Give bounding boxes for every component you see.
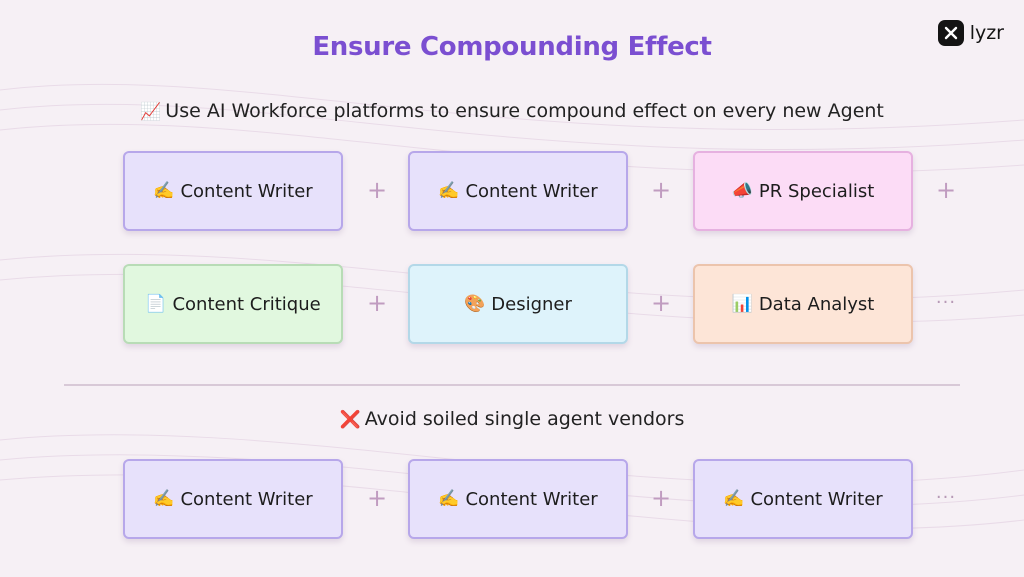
agent-card-label: Content Writer: [465, 488, 598, 510]
agent-card-label: Content Writer: [180, 488, 313, 510]
section-good-text: Use AI Workforce platforms to ensure com…: [165, 100, 884, 122]
agent-card-label: PR Specialist: [758, 180, 875, 202]
agent-card-content-writer: ✍️Content Writer: [408, 151, 628, 231]
agent-card-content-writer: ✍️Content Writer: [693, 459, 913, 539]
writing-hand-icon: ✍️: [438, 181, 460, 201]
chart-increasing-icon: 📈: [140, 102, 162, 122]
megaphone-icon: 📣: [731, 181, 753, 201]
cross-mark-icon: ❌: [339, 410, 361, 430]
palette-icon: 🎨: [464, 294, 486, 314]
agent-card-pr-specialist: 📣PR Specialist: [693, 151, 913, 231]
section-divider: [64, 384, 960, 386]
plus-separator: +: [935, 176, 957, 204]
plus-separator: +: [650, 289, 672, 317]
agent-card-label: Content Critique: [172, 293, 321, 315]
agent-card-content-writer: ✍️Content Writer: [123, 459, 343, 539]
plus-separator: +: [650, 176, 672, 204]
lyzr-logo-icon: [937, 20, 964, 46]
writing-hand-icon: ✍️: [723, 489, 745, 509]
page-title: Ensure Compounding Effect: [312, 32, 712, 62]
writing-hand-icon: ✍️: [153, 489, 175, 509]
section-bad-heading: ❌Avoid soiled single agent vendors: [0, 408, 1024, 430]
agent-card-content-critique: 📄Content Critique: [123, 264, 343, 344]
plus-separator: +: [650, 484, 672, 512]
agent-card-data-analyst: 📊Data Analyst: [693, 264, 913, 344]
agent-card-designer: 🎨Designer: [408, 264, 628, 344]
agent-card-label: Content Writer: [180, 180, 313, 202]
lyzr-logo: lyzr: [937, 20, 1004, 46]
agent-card-content-writer: ✍️Content Writer: [408, 459, 628, 539]
agent-card-content-writer: ✍️Content Writer: [123, 151, 343, 231]
more-ellipsis: ···: [935, 292, 957, 313]
agent-card-label: Designer: [491, 293, 572, 315]
plus-separator: +: [366, 484, 388, 512]
more-ellipsis: ···: [935, 487, 957, 508]
agent-card-label: Content Writer: [750, 488, 883, 510]
bar-chart-icon: 📊: [731, 294, 753, 314]
plus-separator: +: [366, 289, 388, 317]
writing-hand-icon: ✍️: [438, 489, 460, 509]
section-bad-text: Avoid soiled single agent vendors: [364, 408, 685, 430]
page-icon: 📄: [145, 294, 167, 314]
agent-card-label: Content Writer: [465, 180, 598, 202]
agent-card-label: Data Analyst: [758, 293, 875, 315]
section-good-heading: 📈Use AI Workforce platforms to ensure co…: [0, 100, 1024, 122]
writing-hand-icon: ✍️: [153, 181, 175, 201]
plus-separator: +: [366, 176, 388, 204]
brand-name: lyzr: [969, 22, 1004, 44]
